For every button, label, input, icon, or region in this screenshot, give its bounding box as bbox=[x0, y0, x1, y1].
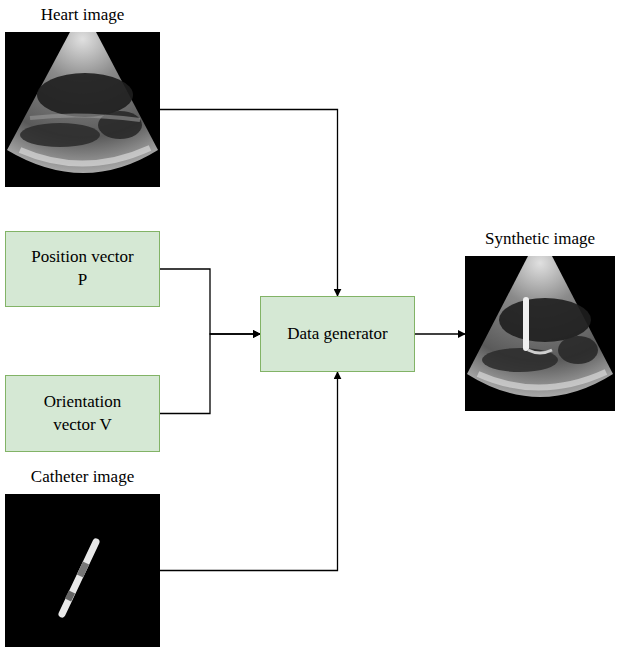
image-label: Synthetic image bbox=[483, 229, 597, 249]
image-panel: Heart image bbox=[5, 32, 160, 187]
heart-ultrasound bbox=[5, 32, 160, 187]
box-label: Orientation vector V bbox=[27, 391, 139, 437]
input-box: Orientation vector V bbox=[5, 375, 160, 452]
image-panel: Synthetic image bbox=[465, 256, 615, 411]
image-label: Catheter image bbox=[29, 467, 136, 487]
box-label: Data generator bbox=[282, 323, 394, 346]
process-box: Data generator bbox=[260, 296, 415, 372]
arrow-connector bbox=[160, 334, 260, 414]
catheter-image bbox=[5, 494, 160, 647]
arrow-connector bbox=[160, 269, 260, 334]
image-label: Heart image bbox=[39, 5, 127, 25]
arrow-connector bbox=[160, 110, 338, 297]
synthetic-ultrasound bbox=[465, 256, 615, 411]
arrow-connector bbox=[160, 372, 338, 571]
arrow-connector bbox=[415, 333, 465, 334]
box-label: Position vector P bbox=[27, 246, 139, 292]
input-box: Position vector P bbox=[5, 231, 160, 307]
image-panel: Catheter image bbox=[5, 494, 160, 647]
